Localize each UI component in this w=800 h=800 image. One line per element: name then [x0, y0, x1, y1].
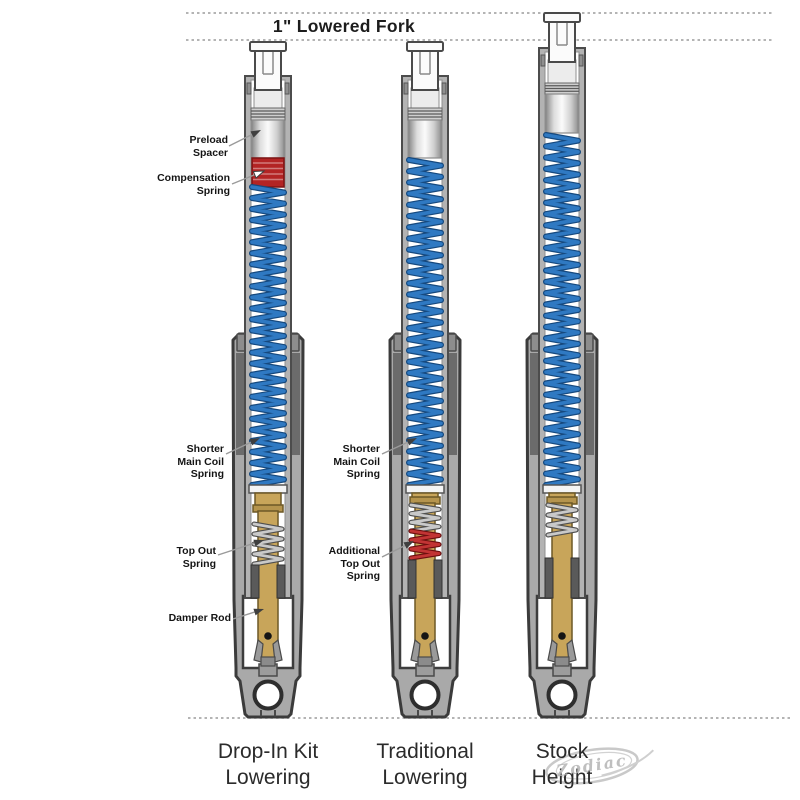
leader-preload-spacer [228, 133, 253, 147]
fork-traditional [388, 41, 462, 719]
label-shorter-main-coil-spring-left: Shorter Main Coil Spring [177, 443, 224, 480]
leader-additional-top-out [381, 544, 406, 558]
caption-drop-in-kit-lowering: Drop-In Kit Lowering [217, 740, 319, 789]
axle-hole [252, 679, 284, 711]
leader-shorter-main-left [225, 441, 252, 455]
label-shorter-main-coil-spring-middle: Shorter Main Coil Spring [333, 443, 380, 480]
leader-compensation-spring [231, 174, 255, 185]
leader-lines [217, 130, 417, 620]
label-damper-rod: Damper Rod [168, 612, 231, 624]
axle-hole [546, 679, 578, 711]
leader-shorter-main-middle [381, 441, 409, 455]
leader-top-out-spring [217, 542, 255, 556]
label-top-out-spring: Top Out Spring [176, 545, 216, 570]
diagram-title: 1" Lowered Fork [272, 16, 416, 36]
label-additional-top-out-spring: Additional Top Out Spring [328, 545, 380, 582]
caption-traditional-lowering: Traditional Lowering [376, 740, 474, 789]
zodiac-logo-ellipse [545, 747, 654, 785]
fork-stock [525, 12, 599, 719]
leader-damper-rod [232, 611, 255, 620]
label-preload-spacer: Preload Spacer [189, 134, 228, 159]
label-compensation-spring: Compensation Spring [157, 172, 230, 197]
caption-stock-height: Stock Height [531, 740, 593, 789]
axle-hole [409, 679, 441, 711]
fork-drop-in-kit [231, 41, 305, 719]
